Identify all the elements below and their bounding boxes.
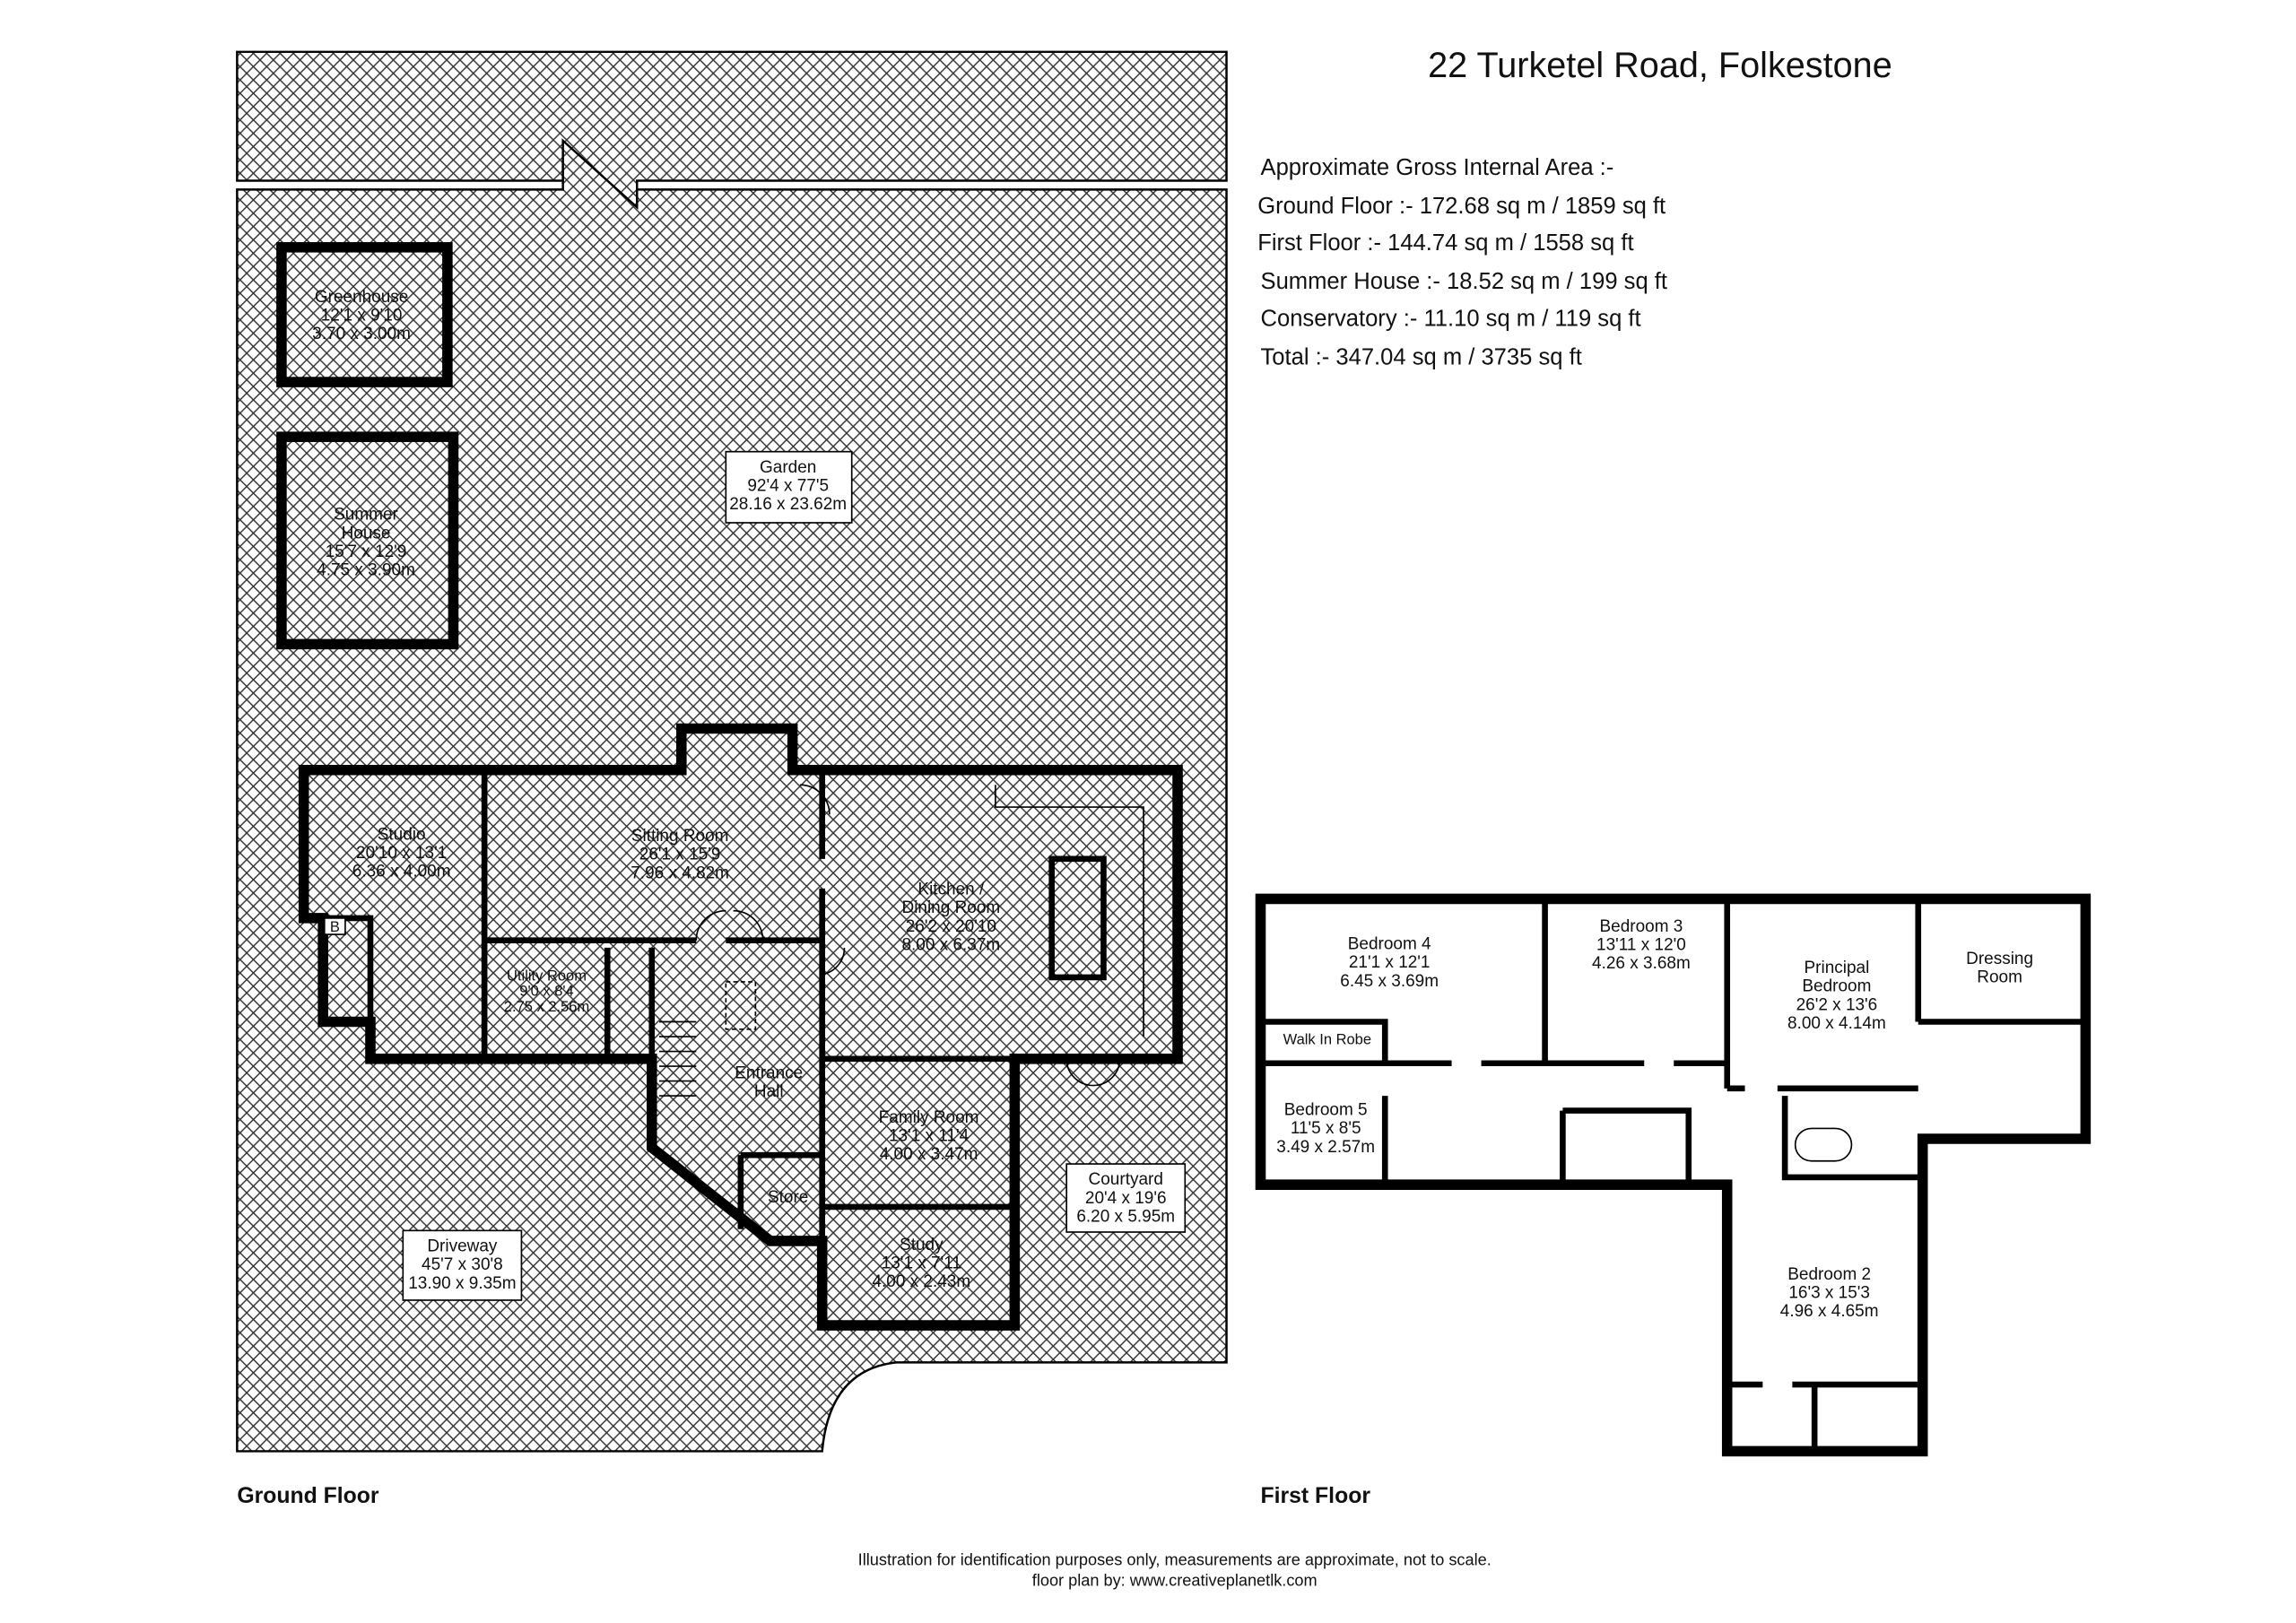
page-title: 22 Turketel Road, Folkestone [1428,46,1892,85]
footer-disclaimer: Illustration for identification purposes… [858,1551,1492,1569]
garden-label-box [725,450,853,524]
garden-area [236,50,1228,1453]
footer-credit: floor plan by: www.creativeplanetlk.com [1032,1572,1318,1590]
first-floor-label: First Floor [1261,1484,1371,1508]
ground-floor-plan: B [298,723,1183,1331]
ground-floor-label: Ground Floor [237,1484,379,1508]
boiler-box [323,917,346,935]
summer-house-outline [276,431,459,650]
area-ground-floor: Ground Floor :- 172.68 sq m / 1859 sq ft [1257,194,1665,219]
area-conservatory: Conservatory :- 11.10 sq m / 119 sq ft [1261,306,1641,331]
first-floor-plan [1255,893,2092,1457]
area-total: Total :- 347.04 sq m / 3735 sq ft [1261,344,1582,369]
greenhouse-outline [276,242,453,387]
area-summer-house: Summer House :- 18.52 sq m / 199 sq ft [1261,269,1668,294]
room-walk-in-robe: Walk In Robe [1283,1031,1371,1047]
driveway-label-box [402,1229,523,1301]
room-store: Store [768,1188,808,1207]
boiler-label: B [330,919,340,935]
courtyard-label-box [1065,1163,1187,1233]
area-heading: Approximate Gross Internal Area :- [1261,155,1614,180]
area-first-floor: First Floor :- 144.74 sq m / 1558 sq ft [1257,230,1633,256]
bath-icon [1794,1127,1853,1162]
